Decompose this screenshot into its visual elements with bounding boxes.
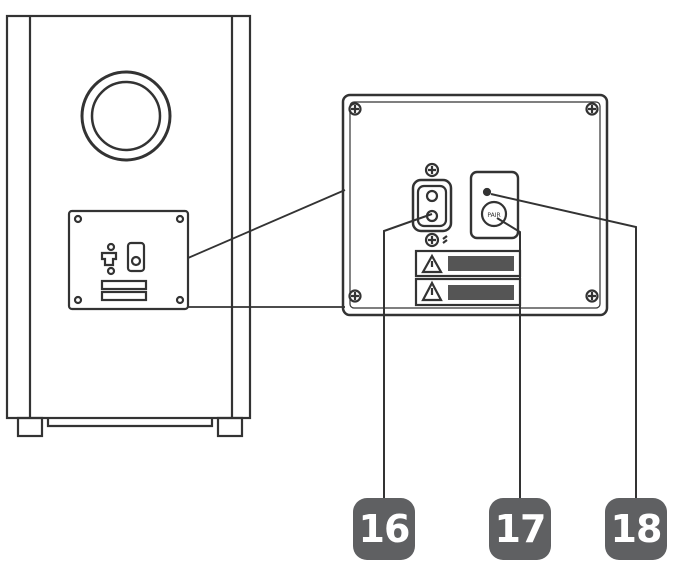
subwoofer-cabinet [5,14,252,438]
pair-button-housing [469,170,520,240]
leader-line-16 [383,213,433,498]
panel-screw [585,102,599,116]
bass-port [80,70,172,162]
leader-line-18 [490,193,637,498]
pair-button [480,200,508,228]
panel-screw [585,289,599,303]
panel-screw [348,289,362,303]
power-inlet [411,162,453,248]
leader-lines [383,193,637,498]
callout-17: 17 [489,498,551,560]
callout-number: 16 [358,507,411,551]
warning-label [414,249,522,278]
status-led [482,187,492,197]
zoom-lines [187,189,346,308]
small-rear-panel [67,209,190,311]
callout-number: 17 [494,507,547,551]
panel-screw [348,102,362,116]
leader-line-17 [496,217,521,498]
callout-18: 18 [605,498,667,560]
callout-number: 18 [610,507,663,551]
warning-label [414,277,522,307]
pair-button-label: PAIR [487,212,500,219]
enlarged-rear-panel [341,93,609,317]
callout-16: 16 [353,498,415,560]
